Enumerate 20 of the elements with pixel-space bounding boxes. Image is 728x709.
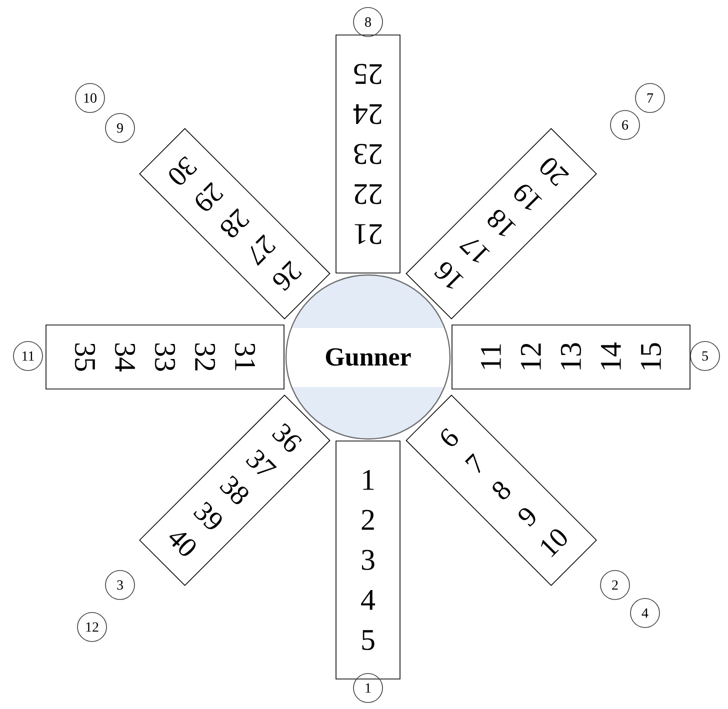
- circled-number: 1: [353, 673, 383, 703]
- number-strip: 31 32 33 34 35: [46, 324, 284, 390]
- circled-number: 2: [600, 570, 630, 600]
- circled-number: 3: [105, 570, 135, 600]
- circled-number: 9: [105, 113, 135, 143]
- circled-number: 12: [77, 612, 107, 642]
- number-strip: 16 17 18 19 20: [406, 128, 597, 320]
- circled-number: 7: [635, 83, 665, 113]
- circled-number: 5: [690, 341, 720, 371]
- circled-number: 6: [610, 110, 640, 140]
- number-strip: 21 22 23 24 25: [336, 34, 400, 274]
- circled-number: 8: [353, 7, 383, 37]
- number-strip: 36 37 38 39 40: [139, 394, 330, 586]
- number-strip: 26 27 28 29 30: [139, 128, 330, 320]
- circled-number: 10: [75, 83, 105, 113]
- number-strip: 6 7 8 9 10: [406, 394, 597, 586]
- number-strip: 1 2 3 4 5: [336, 440, 400, 680]
- number-strip: 11 12 13 14 15: [452, 324, 690, 390]
- circled-number: 4: [630, 598, 660, 628]
- circled-number: 11: [13, 341, 43, 371]
